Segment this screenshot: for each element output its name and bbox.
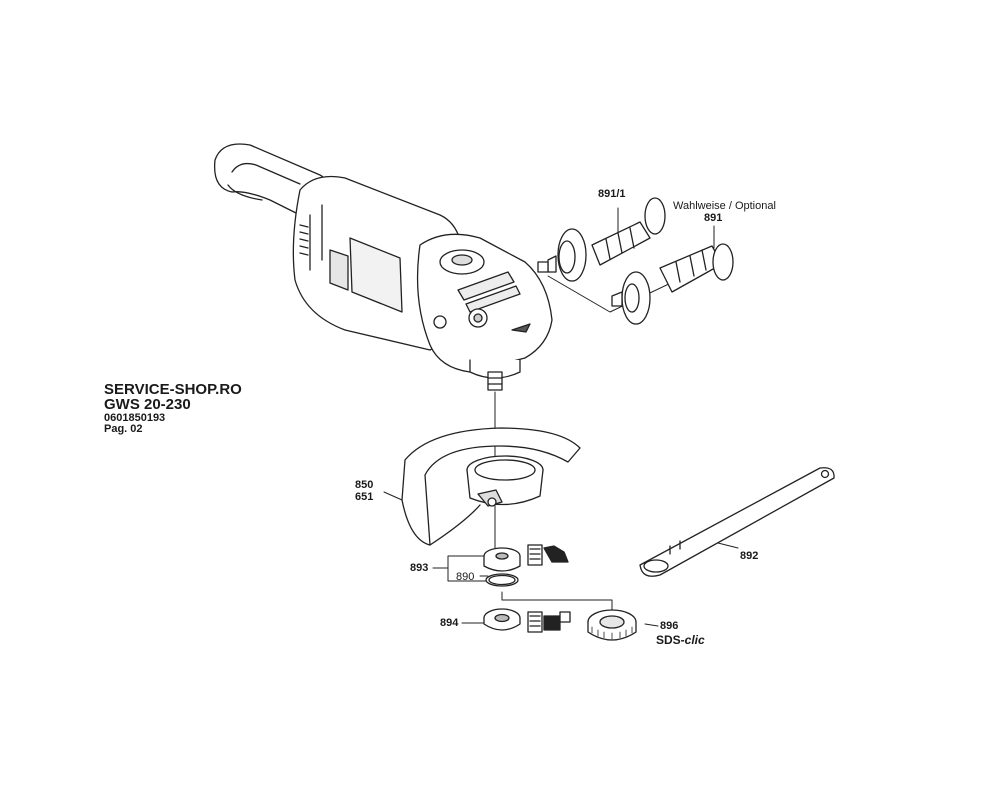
page-number: Pag. 02 (104, 423, 143, 435)
label-890: 890 (456, 571, 475, 583)
shop-name: SERVICE-SHOP.RO (104, 381, 242, 398)
auxiliary-handle-891-1 (537, 197, 666, 282)
two-pin-wrench-892 (639, 467, 835, 577)
label-651: 651 (355, 491, 374, 503)
hand-tool-symbol-lower (527, 611, 571, 633)
model-name: GWS 20-230 (104, 396, 191, 413)
label-893: 893 (410, 562, 429, 574)
optional-note: Wahlweise / Optional (673, 200, 776, 212)
sds-clic-label: SDS-clic (656, 633, 705, 647)
label-896: 896 (660, 620, 679, 632)
part-number: 0601850193 (104, 412, 166, 424)
label-891-1: 891/1 (598, 188, 626, 200)
hand-tool-symbol-upper (527, 544, 569, 566)
auxiliary-handle-891 (611, 243, 734, 325)
label-850: 850 (355, 479, 374, 491)
mounting-flange-893 (483, 547, 521, 587)
label-892: 892 (740, 550, 759, 562)
label-891: 891 (704, 212, 723, 224)
clamping-nut-894 (483, 608, 521, 631)
label-894: 894 (440, 617, 459, 629)
quick-clamping-nut-896 (587, 609, 637, 641)
angle-grinder-body (213, 143, 553, 391)
protective-guard (401, 427, 581, 546)
